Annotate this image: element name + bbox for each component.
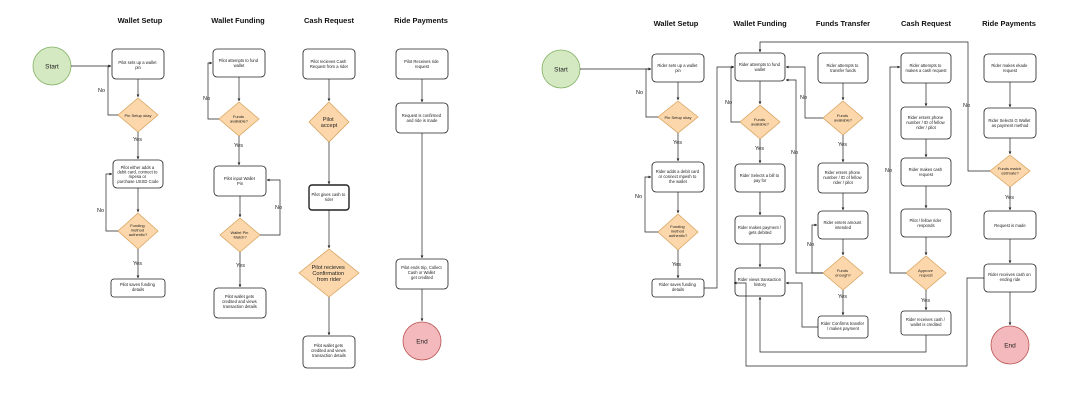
left-rp-end-trip-label: Pilot ends trip, Collect Cash or Wallet … bbox=[401, 265, 443, 280]
right-ws-authentic-label: Funding method authentic? bbox=[669, 224, 688, 238]
right-cq-approve-label: Approve request bbox=[918, 268, 934, 278]
left-diagram: Wallet Setup Wallet Funding Cash Request… bbox=[32, 16, 449, 369]
left-header-wallet-setup: Wallet Setup bbox=[118, 16, 163, 25]
left-wf-funds-label: Funds available? bbox=[230, 114, 249, 124]
right-cq-attempt-label: Rider attempts to makes a cash request bbox=[906, 63, 948, 73]
left-wf-attempt-fund-label: Pilot attempts to fund wallet bbox=[219, 58, 260, 68]
left-ws-save-details bbox=[110, 278, 166, 298]
right-ft-enter-amount-label: Rider enters amount intended bbox=[823, 220, 862, 230]
left-ws-no-2: No bbox=[97, 208, 104, 214]
right-header-funds-transfer: Funds Transfer bbox=[816, 19, 870, 28]
right-wf-view-history-label: Rider views transaction history bbox=[738, 277, 782, 287]
right-ft-no-2a: No bbox=[807, 242, 814, 248]
right-header-wallet-setup: Wallet Setup bbox=[654, 19, 699, 28]
right-ft-enter-phone-label: Rider enters phone number / ID of fellow… bbox=[823, 170, 863, 185]
left-header-ride-payments: Ride Payments bbox=[394, 16, 448, 25]
right-ws-no-2: No bbox=[635, 194, 642, 200]
left-header-wallet-funding: Wallet Funding bbox=[211, 16, 265, 25]
right-ws-pin-ok-label: Pin Setup okay bbox=[665, 115, 692, 120]
right-wf-no-1: No bbox=[725, 100, 732, 106]
right-ws-add-method-label: Rider adds a debit card or connect mpesh… bbox=[656, 169, 700, 184]
right-wf-attempt-fund-label: Rider attempts to fund wallet bbox=[739, 62, 781, 72]
left-end-label: End bbox=[416, 339, 428, 346]
left-end-node bbox=[402, 321, 442, 361]
left-ws-setup-pin-label: Pilot sets up a wallet pin bbox=[118, 60, 157, 70]
left-cr-credited-label: Pilot wallet gets credited and views tra… bbox=[311, 343, 347, 358]
right-ws-yes-1: Yes bbox=[673, 140, 682, 146]
left-rp-receive-label: Pilot Receives ride request bbox=[404, 59, 440, 69]
right-wf-funds-label: Funds available? bbox=[751, 117, 770, 127]
left-ws-save-details-label: Pilot saves funding details bbox=[120, 282, 156, 292]
right-wf-select-bill-label: Rider Selects a bill to pay for bbox=[740, 173, 781, 183]
left-ws-no-1: No bbox=[98, 88, 105, 94]
right-header-cash-request: Cash Request bbox=[901, 19, 952, 28]
right-ft-yes-2: Yes bbox=[838, 294, 847, 300]
right-ft-yes-1: Yes bbox=[838, 142, 847, 148]
right-ft-no-2b: No bbox=[791, 150, 798, 156]
right-cq-no-1: No bbox=[885, 168, 892, 174]
right-ft-no-1: No bbox=[800, 95, 807, 101]
right-diagram: Wallet Setup Wallet Funding Funds Transf… bbox=[541, 19, 1037, 367]
right-rr-yes-1: Yes bbox=[1005, 195, 1014, 201]
right-rr-funds-match-label: Funds match estimate? bbox=[998, 166, 1022, 176]
right-rr-request-made-label: Request is made bbox=[994, 223, 1026, 228]
left-ws-pin-ok-label: Pin Setup okay bbox=[125, 113, 152, 118]
right-ft-enough-label: Funds enough? bbox=[835, 268, 851, 278]
left-cr-accept-label: Pilot accept bbox=[321, 117, 338, 129]
right-cq-enter-phone-label: Rider enters phone number / ID of fellow… bbox=[906, 115, 946, 130]
right-ws-save-details-label: Rider saves funding details bbox=[659, 282, 697, 292]
right-cq-responds-label: Pilot / fellow rider responds bbox=[909, 218, 942, 228]
right-rr-no-1: No bbox=[963, 103, 970, 109]
right-start-label: Start bbox=[554, 67, 568, 74]
right-cq-receive-cash-label: Rider receives cash / wallet is credited bbox=[906, 317, 946, 327]
right-ft-attempt-label: Rider attempts to transfer funds bbox=[826, 63, 859, 73]
left-cr-credited bbox=[302, 335, 356, 369]
right-ws-setup-pin-label: Rider sets up a wallet pin bbox=[657, 63, 698, 73]
right-ws-no-1: No bbox=[636, 90, 643, 96]
right-cq-make-request-label: Rider makes cash request bbox=[909, 167, 944, 177]
left-cr-receive-label: Pilot recieves Cash Request from a rider bbox=[310, 59, 349, 69]
right-end-label: End bbox=[1004, 343, 1016, 350]
left-wf-input-pin-label: Pilot input Wallet Pin bbox=[224, 176, 256, 186]
right-cq-yes-1: Yes bbox=[921, 298, 930, 304]
right-end-node bbox=[990, 325, 1030, 365]
right-wf-yes-1: Yes bbox=[755, 146, 764, 152]
left-header-cash-request: Cash Request bbox=[304, 16, 355, 25]
left-ws-authentic-label: Funding method authentic? bbox=[129, 223, 148, 237]
left-wf-yes-1: Yes bbox=[234, 143, 243, 149]
right-rr-receive-cash-label: Rider receives cash on ending ride bbox=[988, 272, 1032, 282]
right-header-ride-payments: Ride Payments bbox=[982, 19, 1036, 28]
left-rp-confirmed-label: Request is confirmed and ride is made bbox=[402, 113, 443, 123]
right-rr-select-wallet-label: Rider Selects G Wallet as payment method bbox=[988, 118, 1031, 128]
left-wf-no-2: No bbox=[275, 205, 282, 211]
right-header-wallet-funding: Wallet Funding bbox=[733, 19, 787, 28]
right-ft-funds-label: Funds available? bbox=[834, 113, 853, 123]
left-wf-yes-2: Yes bbox=[236, 263, 245, 269]
right-wf-make-payment-label: Rider makes payment / gets debited bbox=[738, 225, 782, 235]
left-wf-no-1: No bbox=[203, 96, 210, 102]
left-cr-confirm-label: Pilot recieves Confirmation from rider bbox=[312, 265, 347, 283]
right-ws-yes-2: Yes bbox=[672, 262, 681, 268]
left-ws-add-method-label: Pilot either adds a debit card, connect … bbox=[117, 165, 159, 184]
left-ws-yes-2: Yes bbox=[133, 261, 142, 267]
left-wf-credited-label: Pilot wallet gets credited and views tra… bbox=[222, 294, 258, 309]
right-ft-confirm-label: Rider Confirms transfer / makes payment bbox=[821, 321, 865, 331]
left-wf-pin-match-label: Wallet Pin Match? bbox=[231, 230, 250, 240]
right-rr-ride-request-label: Rider makes ekade request bbox=[991, 63, 1028, 73]
left-cr-give-cash-label: Pilot gives cash to rider bbox=[312, 192, 347, 202]
left-ws-yes-1: Yes bbox=[133, 137, 142, 143]
left-start-label: Start bbox=[45, 64, 59, 71]
left-wf-credited bbox=[213, 287, 267, 319]
